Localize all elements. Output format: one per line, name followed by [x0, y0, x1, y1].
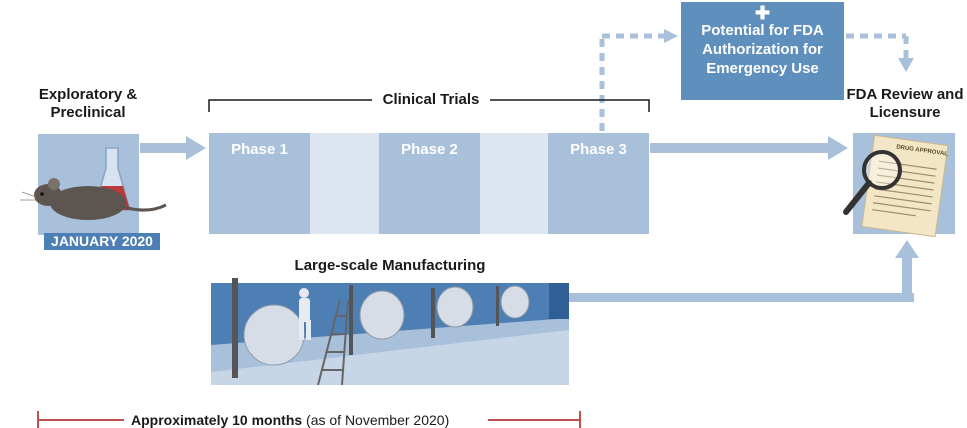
clinical-trials-bracket	[208, 99, 650, 112]
preclinical-illustration	[20, 134, 167, 235]
timeline-note: (as of November 2020)	[306, 412, 450, 428]
eua-box: ✚ Potential for FDA Authorization for Em…	[681, 2, 844, 100]
phase-3-label: Phase 3	[570, 141, 627, 158]
worker-icon	[299, 288, 311, 340]
phase-gap-1	[310, 133, 379, 234]
fda-review-title: FDA Review and Licensure	[846, 86, 964, 121]
plus-icon: ✚	[754, 3, 771, 23]
exploratory-title: Exploratory & Preclinical	[38, 86, 138, 121]
timeline-duration: Approximately 10 months	[131, 412, 303, 428]
dotted-eua-path	[599, 33, 909, 131]
phase-3-panel: Phase 3	[548, 133, 649, 234]
date-badge: JANUARY 2020	[44, 233, 160, 250]
clinical-trials-title: Clinical Trials	[374, 91, 488, 109]
phase-1-panel: Phase 1	[209, 133, 310, 234]
fda-review-illustration	[843, 133, 955, 238]
ladder-icon	[317, 299, 349, 386]
phase-1-label: Phase 1	[231, 141, 288, 158]
arrow-preclinical-to-phase1	[140, 136, 206, 160]
eua-text: Potential for FDA Authorization for Emer…	[701, 22, 824, 77]
magnifier-icon	[862, 150, 902, 190]
phase-2-label: Phase 2	[401, 141, 458, 158]
phase-gap-2	[480, 133, 548, 234]
phase-2-panel: Phase 2	[379, 133, 480, 234]
arrow-manufacturing-to-review	[568, 240, 919, 302]
review-arrowhead	[898, 58, 914, 72]
arrow-phase3-to-review	[650, 136, 848, 160]
timeline-label: Approximately 10 months (as of November …	[131, 412, 449, 428]
timeline-bar	[37, 411, 581, 428]
mouse-icon	[50, 186, 126, 220]
tank-icon	[243, 304, 305, 366]
manufacturing-illustration	[211, 278, 569, 386]
manufacturing-title: Large-scale Manufacturing	[294, 257, 486, 274]
eua-arrowhead	[664, 29, 678, 43]
